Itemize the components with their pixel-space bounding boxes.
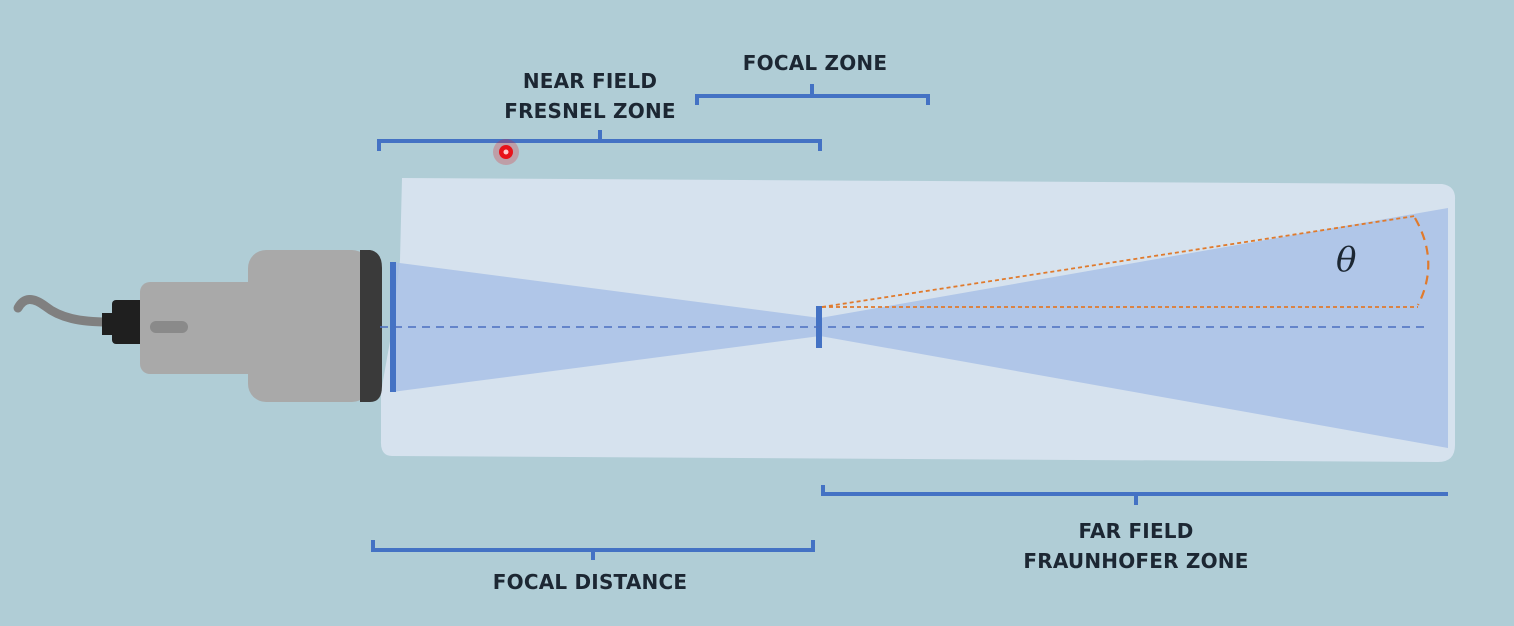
divergence-angle-symbol: θ (1336, 240, 1357, 280)
near-field-bracket (377, 130, 822, 151)
focal-distance-label: FOCAL DISTANCE (470, 567, 710, 597)
transducer-face (360, 250, 382, 402)
far-field-bracket (821, 485, 1448, 505)
focal-zone-label: FOCAL ZONE (710, 48, 920, 78)
pointer-dot-center (503, 149, 509, 155)
divergence-edge-line (821, 215, 1416, 308)
cable-connector (102, 313, 114, 335)
cable-connector-body (112, 300, 144, 344)
far-field-beam (820, 208, 1448, 448)
far-field-label: FAR FIELD FRAUNHOFER ZONE (1006, 516, 1266, 576)
transducer-grip (150, 321, 188, 333)
focal-distance-bracket (371, 540, 815, 560)
focal-distance-title: FOCAL DISTANCE (492, 570, 688, 594)
transducer-cable (13, 295, 113, 327)
near-field-label: NEAR FIELD FRESNEL ZONE (480, 66, 700, 126)
transducer-head (248, 250, 370, 402)
near-field-title: NEAR FIELD (522, 69, 658, 93)
fresnel-zone-title: FRESNEL ZONE (504, 99, 676, 123)
transducer-handle (140, 282, 270, 374)
divergence-angle-arc (1414, 217, 1430, 306)
focal-zone-title: FOCAL ZONE (742, 51, 888, 75)
fraunhofer-zone-title: FRAUNHOFER ZONE (1023, 549, 1249, 573)
focal-zone-bracket (695, 84, 930, 105)
far-field-title: FAR FIELD (1078, 519, 1194, 543)
